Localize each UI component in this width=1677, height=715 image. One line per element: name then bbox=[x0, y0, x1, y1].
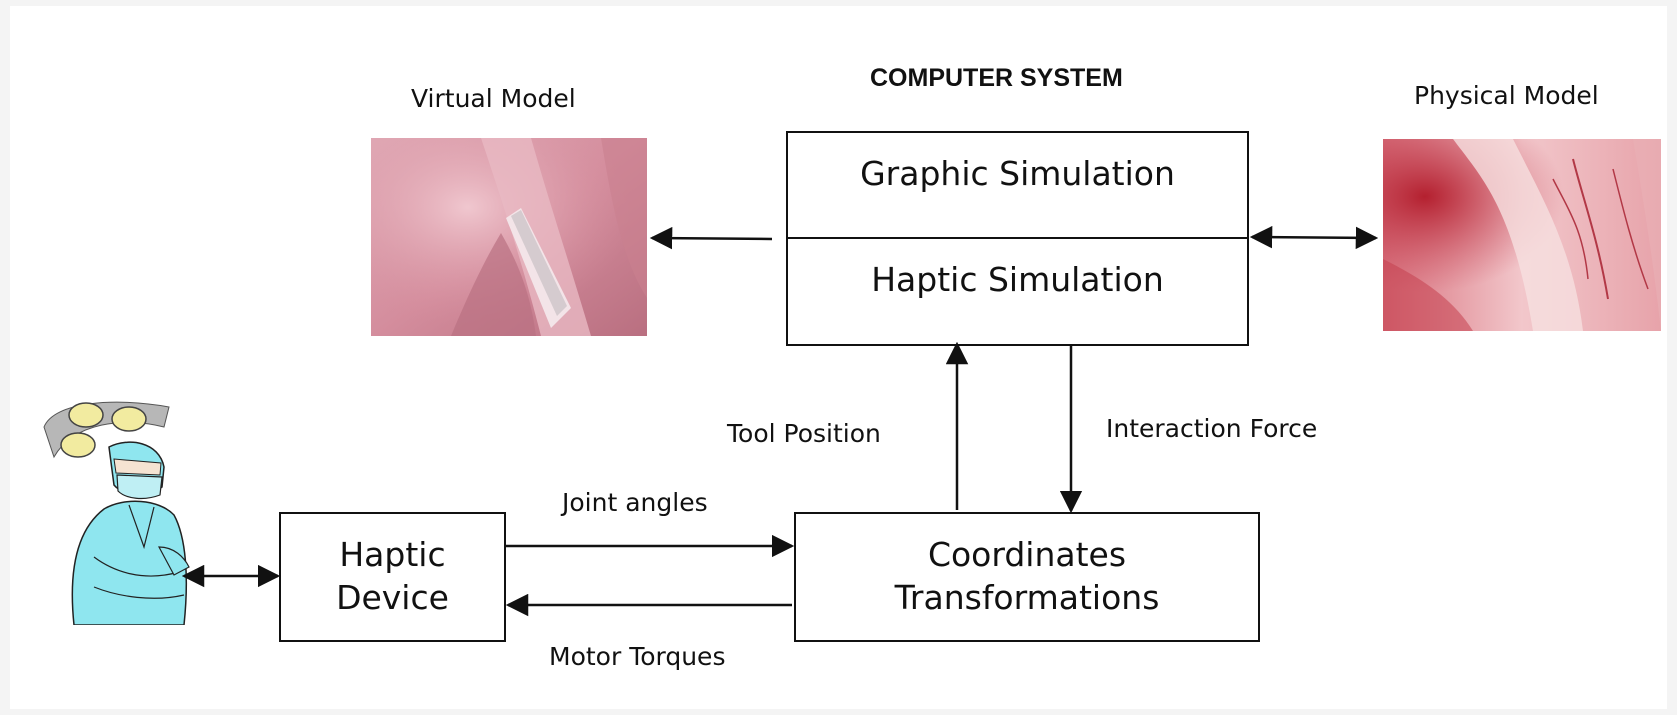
computer-system-title: COMPUTER SYSTEM bbox=[870, 64, 1123, 92]
virtual-model-label: Virtual Model bbox=[411, 84, 576, 113]
physical-model-image bbox=[1383, 139, 1661, 331]
motor-torques-label: Motor Torques bbox=[549, 642, 726, 671]
virtual-model-image bbox=[371, 138, 647, 336]
haptic-simulation-box: Haptic Simulation bbox=[786, 237, 1249, 346]
haptic-device-box: Haptic Device bbox=[279, 512, 506, 642]
haptic-device-line1: Haptic bbox=[339, 535, 446, 575]
coordinates-line2: Transformations bbox=[894, 578, 1160, 617]
tool-position-label: Tool Position bbox=[727, 419, 881, 448]
graphic-simulation-box: Graphic Simulation bbox=[786, 131, 1249, 239]
haptic-simulation-label: Haptic Simulation bbox=[871, 260, 1164, 299]
arrow-physical-model bbox=[1249, 225, 1379, 250]
joint-angles-label: Joint angles bbox=[562, 488, 708, 517]
physical-model-label: Physical Model bbox=[1414, 81, 1599, 110]
graphic-simulation-label: Graphic Simulation bbox=[860, 154, 1175, 193]
arrow-to-virtual-model bbox=[649, 226, 773, 250]
haptic-device-line2: Device bbox=[336, 578, 449, 617]
interaction-force-label: Interaction Force bbox=[1106, 414, 1318, 443]
coordinates-line1: Coordinates bbox=[927, 535, 1127, 575]
coordinates-transformations-box: Coordinates Transformations bbox=[794, 512, 1260, 642]
